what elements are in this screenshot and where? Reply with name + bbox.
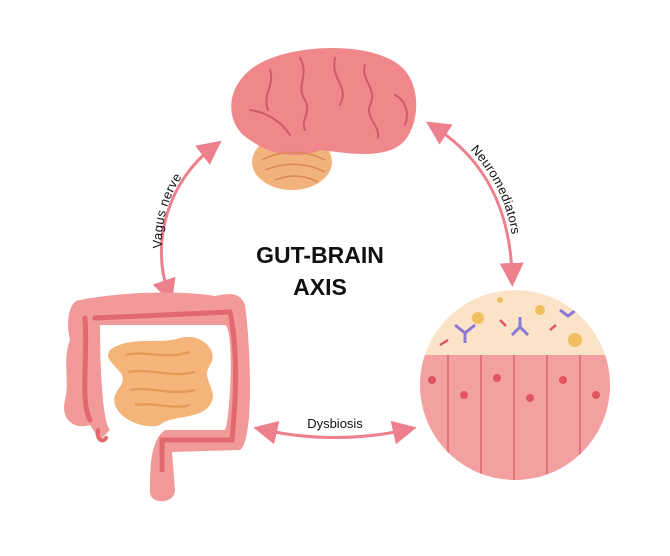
title-line-1: GUT-BRAIN <box>256 242 384 268</box>
vagus-nerve-arrow <box>152 140 222 304</box>
dysbiosis-arrow <box>253 420 417 445</box>
neuromediators-label: Neuromediators <box>468 142 524 236</box>
gut-lining-illustration <box>420 290 610 480</box>
intestines-illustration <box>64 292 250 502</box>
brain-illustration <box>231 48 417 190</box>
title-line-2: AXIS <box>293 274 347 300</box>
dysbiosis-label: Dysbiosis <box>307 416 363 431</box>
neuromediators-arrow <box>425 121 524 287</box>
vagus-nerve-label: Vagus nerve <box>150 170 185 248</box>
